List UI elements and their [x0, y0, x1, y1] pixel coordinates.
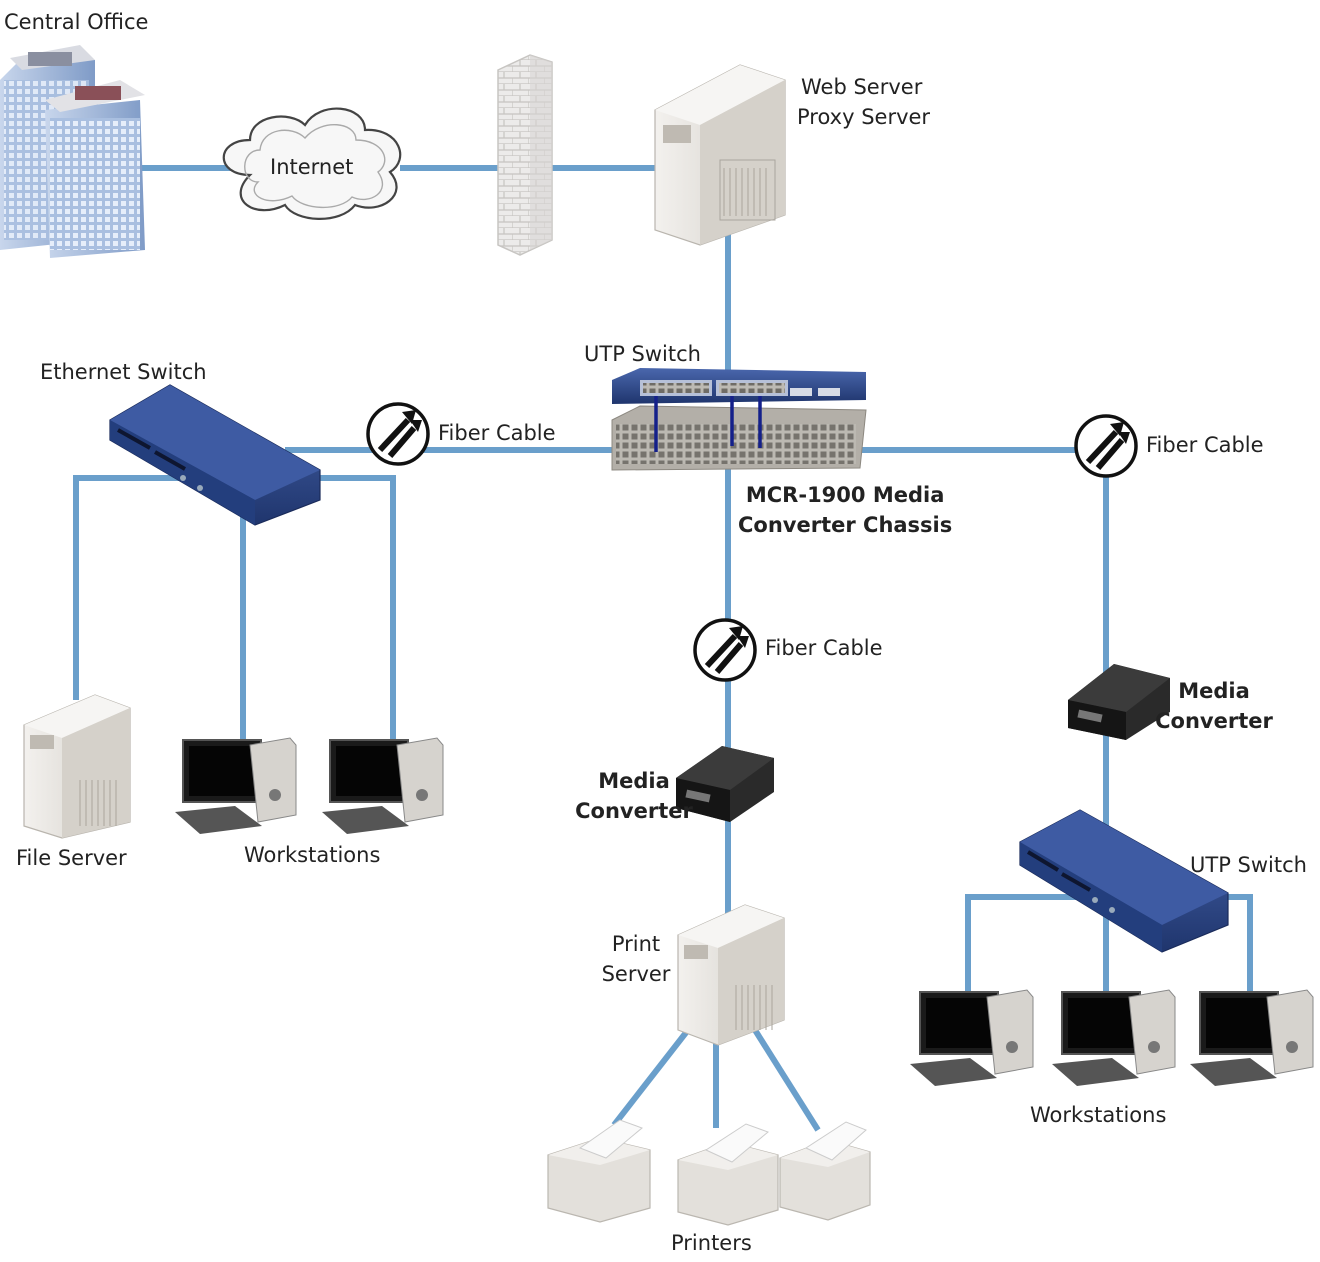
- label-media-converter-center: Media Converter: [574, 766, 694, 827]
- workstation-icon-right-1: [910, 989, 1034, 1086]
- printer-icon-1: [547, 1119, 651, 1223]
- label-fiber-cable-left: Fiber Cable: [438, 421, 556, 445]
- file-server-icon: [23, 694, 131, 839]
- label-media-converter-right: Media Converter: [1154, 676, 1274, 737]
- label-fiber-cable-center: Fiber Cable: [765, 636, 883, 660]
- label-web-server-line1: Web Server: [801, 75, 923, 99]
- label-ethernet-switch: Ethernet Switch: [40, 360, 207, 384]
- fiber-cable-icon-center: [693, 618, 757, 682]
- workstation-icon-right-2: [1052, 989, 1176, 1086]
- label-chassis-line1: MCR-1900 Media: [745, 483, 945, 507]
- label-media-converter-center-line2: Converter: [575, 799, 693, 824]
- workstation-icon-left-2: [322, 737, 444, 834]
- ethernet-switch-icon: [109, 384, 321, 526]
- label-web-server-line2: Proxy Server: [797, 105, 931, 130]
- label-web-server: Web Server Proxy Server: [797, 72, 930, 133]
- label-fiber-cable-right: Fiber Cable: [1146, 433, 1264, 457]
- internet-cloud-icon: [222, 107, 402, 220]
- printer-icon-2: [677, 1123, 779, 1226]
- label-file-server: File Server: [16, 846, 127, 870]
- printer-icon-3: [779, 1121, 871, 1221]
- link-ps-printer1: [611, 1028, 691, 1127]
- label-central-office: Central Office: [4, 10, 149, 34]
- link-ethswitch-fileserver: [73, 475, 215, 700]
- label-print-server: Print Server: [598, 929, 674, 990]
- media-converter-center-icon: [676, 746, 774, 822]
- label-print-server-line2: Server: [601, 962, 671, 987]
- label-internet: Internet: [270, 155, 354, 179]
- fiber-cable-icon-left: [366, 402, 430, 466]
- link-ps-printer3: [752, 1028, 821, 1132]
- link-ethswitch-ws2: [300, 475, 396, 742]
- utp-switch-right-icon: [1019, 809, 1229, 953]
- media-converter-chassis-icon: [611, 396, 867, 471]
- print-server-icon: [677, 904, 785, 1046]
- network-links: [73, 165, 1253, 1132]
- label-chassis-line2: Converter Chassis: [738, 513, 953, 538]
- workstation-icon-right-3: [1190, 989, 1314, 1086]
- label-chassis: MCR-1900 Media Converter Chassis: [738, 480, 952, 541]
- central-office-icon: [0, 45, 145, 258]
- workstation-icon-left-1: [175, 737, 297, 834]
- firewall-icon: [497, 54, 553, 256]
- label-print-server-line1: Print: [611, 932, 661, 956]
- web-server-tower-icon: [654, 64, 786, 246]
- label-media-converter-right-line1: Media: [1178, 679, 1250, 703]
- link-utp-ws-left: [965, 894, 1080, 992]
- label-media-converter-right-line2: Converter: [1155, 709, 1273, 734]
- label-media-converter-center-line1: Media: [598, 769, 670, 793]
- label-workstations-left: Workstations: [244, 843, 381, 867]
- label-printers: Printers: [671, 1231, 752, 1255]
- label-workstations-right: Workstations: [1030, 1103, 1167, 1127]
- utp-switch-top-icon: [612, 368, 866, 404]
- label-utp-switch-top: UTP Switch: [584, 342, 701, 366]
- label-utp-switch-right: UTP Switch: [1190, 853, 1307, 877]
- fiber-cable-icon-right: [1074, 414, 1138, 478]
- media-converter-right-icon: [1068, 664, 1170, 740]
